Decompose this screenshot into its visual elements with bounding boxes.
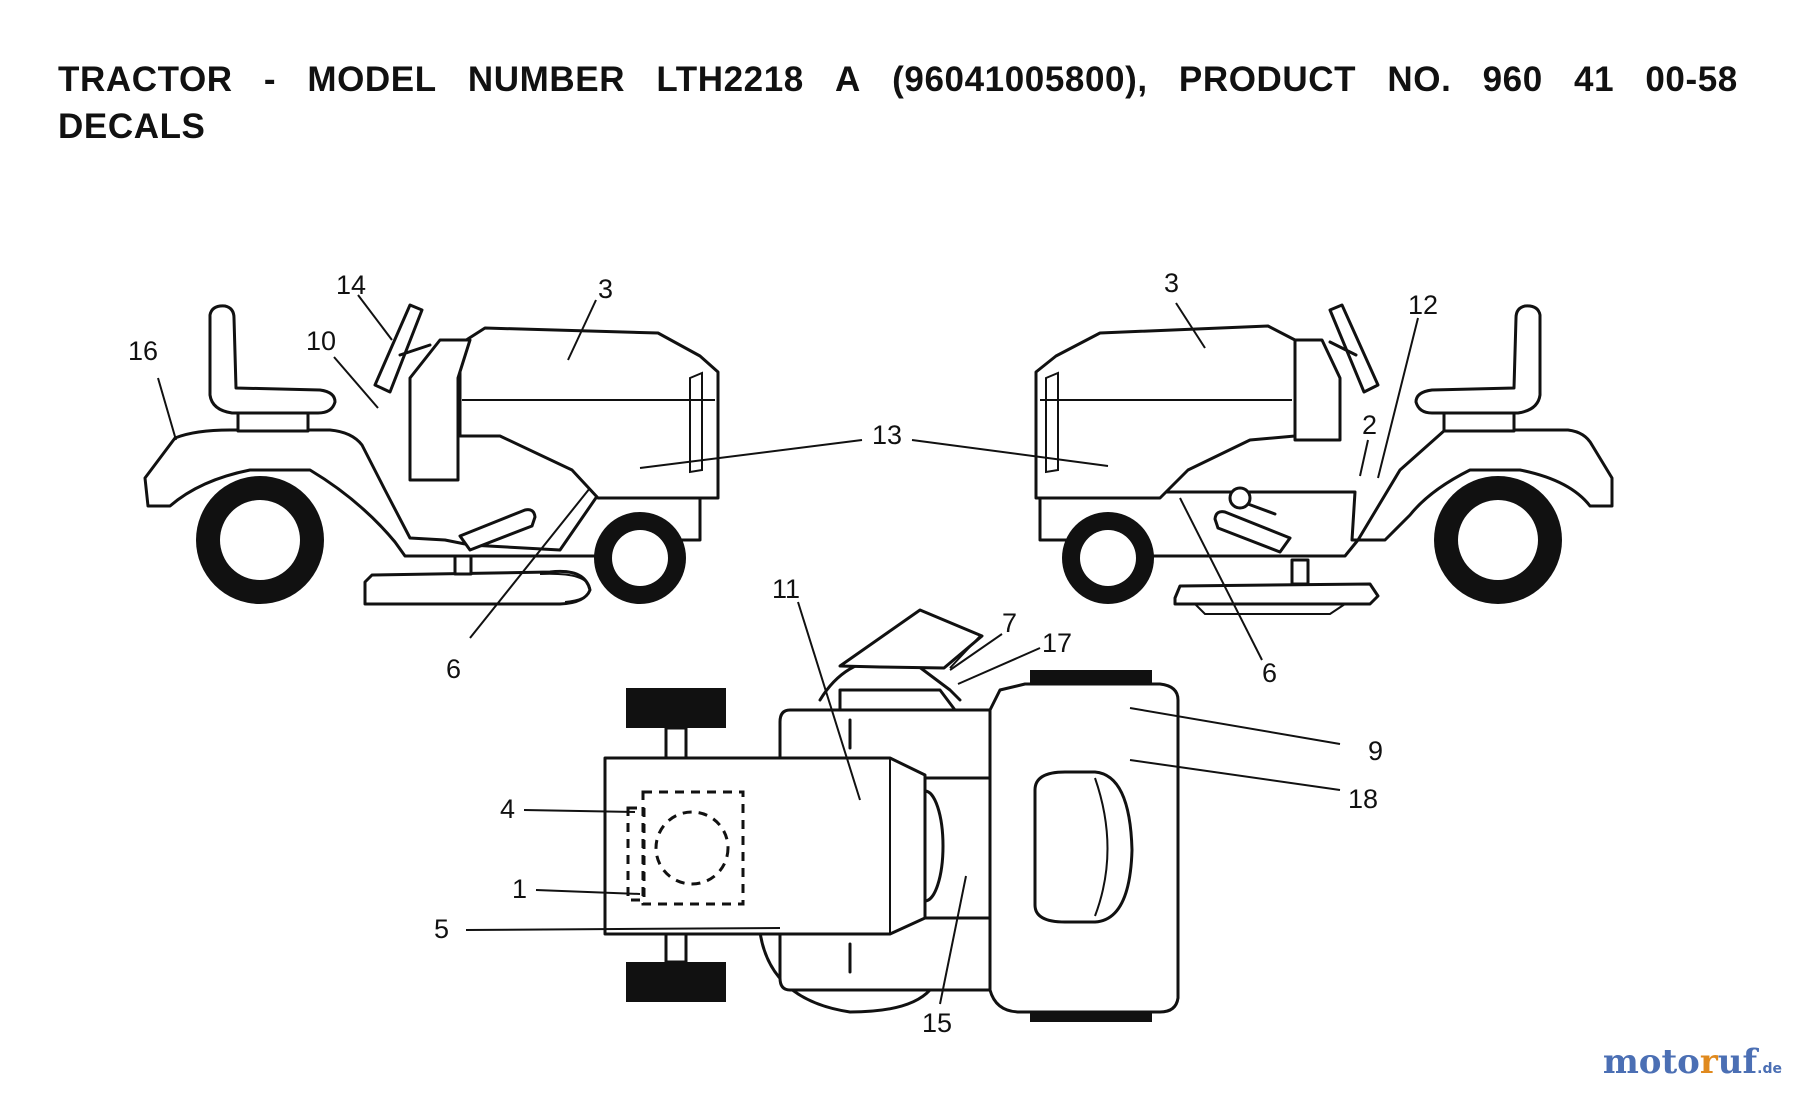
dash-panel xyxy=(408,338,472,482)
product-number-part: 41 xyxy=(1574,60,1615,99)
front-tire xyxy=(626,688,726,728)
seat xyxy=(208,304,337,415)
seat-base xyxy=(236,411,310,433)
callout-14: 14 xyxy=(336,270,366,300)
title-word: MODEL xyxy=(307,60,437,99)
callout-7: 7 xyxy=(1002,608,1017,638)
engine-hood xyxy=(458,326,720,500)
fuel-cap-outline xyxy=(654,810,730,886)
seat-top xyxy=(1033,770,1134,924)
steering-wheel xyxy=(373,303,424,394)
site-watermark-logo: motoruf.de xyxy=(1602,1042,1782,1082)
title-word: TRACTOR xyxy=(58,60,233,99)
callout-6-right: 6 xyxy=(1262,658,1277,688)
seat xyxy=(1414,304,1542,415)
deck-hanger xyxy=(1290,558,1310,586)
callout-18: 18 xyxy=(1348,784,1378,814)
callout-17: 17 xyxy=(1042,628,1072,658)
steering-wheel xyxy=(1328,303,1380,394)
product-number-part: 960 xyxy=(1482,60,1543,99)
rear-fender xyxy=(1038,428,1614,558)
axle xyxy=(664,930,688,964)
tractor-left-side-view xyxy=(143,294,863,639)
title-word: NO. xyxy=(1387,60,1452,99)
title-word: NUMBER xyxy=(467,60,626,99)
engine-hood xyxy=(1034,324,1297,500)
callout-13: 13 xyxy=(872,420,902,450)
steering-wheel xyxy=(838,608,984,670)
part-code: (96041005800), xyxy=(892,60,1148,99)
model-number: LTH2218 xyxy=(656,60,804,99)
callout-16: 16 xyxy=(128,336,158,366)
front-tire xyxy=(626,962,726,1002)
callout-5: 5 xyxy=(434,914,449,944)
title-line-1: TRACTOR - MODEL NUMBER LTH2218 A (960410… xyxy=(58,56,1738,103)
axle xyxy=(664,726,688,760)
tractor-top-view xyxy=(465,601,1341,1022)
brake-pedal xyxy=(1213,510,1292,554)
tractor-right-side-view xyxy=(911,302,1614,661)
model-suffix: A xyxy=(835,60,861,99)
callout-4: 4 xyxy=(500,794,515,824)
decal-area-outline xyxy=(626,806,646,902)
callout-2: 2 xyxy=(1362,410,1377,440)
callout-9: 9 xyxy=(1368,736,1383,766)
title-word: - xyxy=(263,60,277,99)
callout-labels: 16 14 10 3 6 13 3 12 2 6 11 7 17 9 18 4 … xyxy=(128,268,1438,1038)
seat-base xyxy=(1442,411,1516,433)
diagram-title: TRACTOR - MODEL NUMBER LTH2218 A (960410… xyxy=(58,56,1738,150)
callout-15: 15 xyxy=(922,1008,952,1038)
callout-3-right: 3 xyxy=(1164,268,1179,298)
callout-10: 10 xyxy=(306,326,336,356)
callout-12: 12 xyxy=(1408,290,1438,320)
brake-pedal xyxy=(458,508,537,552)
hood-top xyxy=(603,756,927,936)
mower-deck xyxy=(1173,582,1380,606)
callout-1: 1 xyxy=(512,874,527,904)
callout-11: 11 xyxy=(772,574,800,604)
product-number-part: 00-58 xyxy=(1645,60,1738,99)
mower-deck xyxy=(363,569,592,606)
engine-cover xyxy=(838,688,957,712)
title-line-2: DECALS xyxy=(58,107,206,146)
deck-hanger xyxy=(453,554,473,576)
dash-panel xyxy=(1293,338,1342,442)
callout-3-left: 3 xyxy=(598,274,613,304)
callout-6-left: 6 xyxy=(446,654,461,684)
title-word: PRODUCT xyxy=(1178,60,1357,99)
lever-knob xyxy=(1228,486,1252,510)
